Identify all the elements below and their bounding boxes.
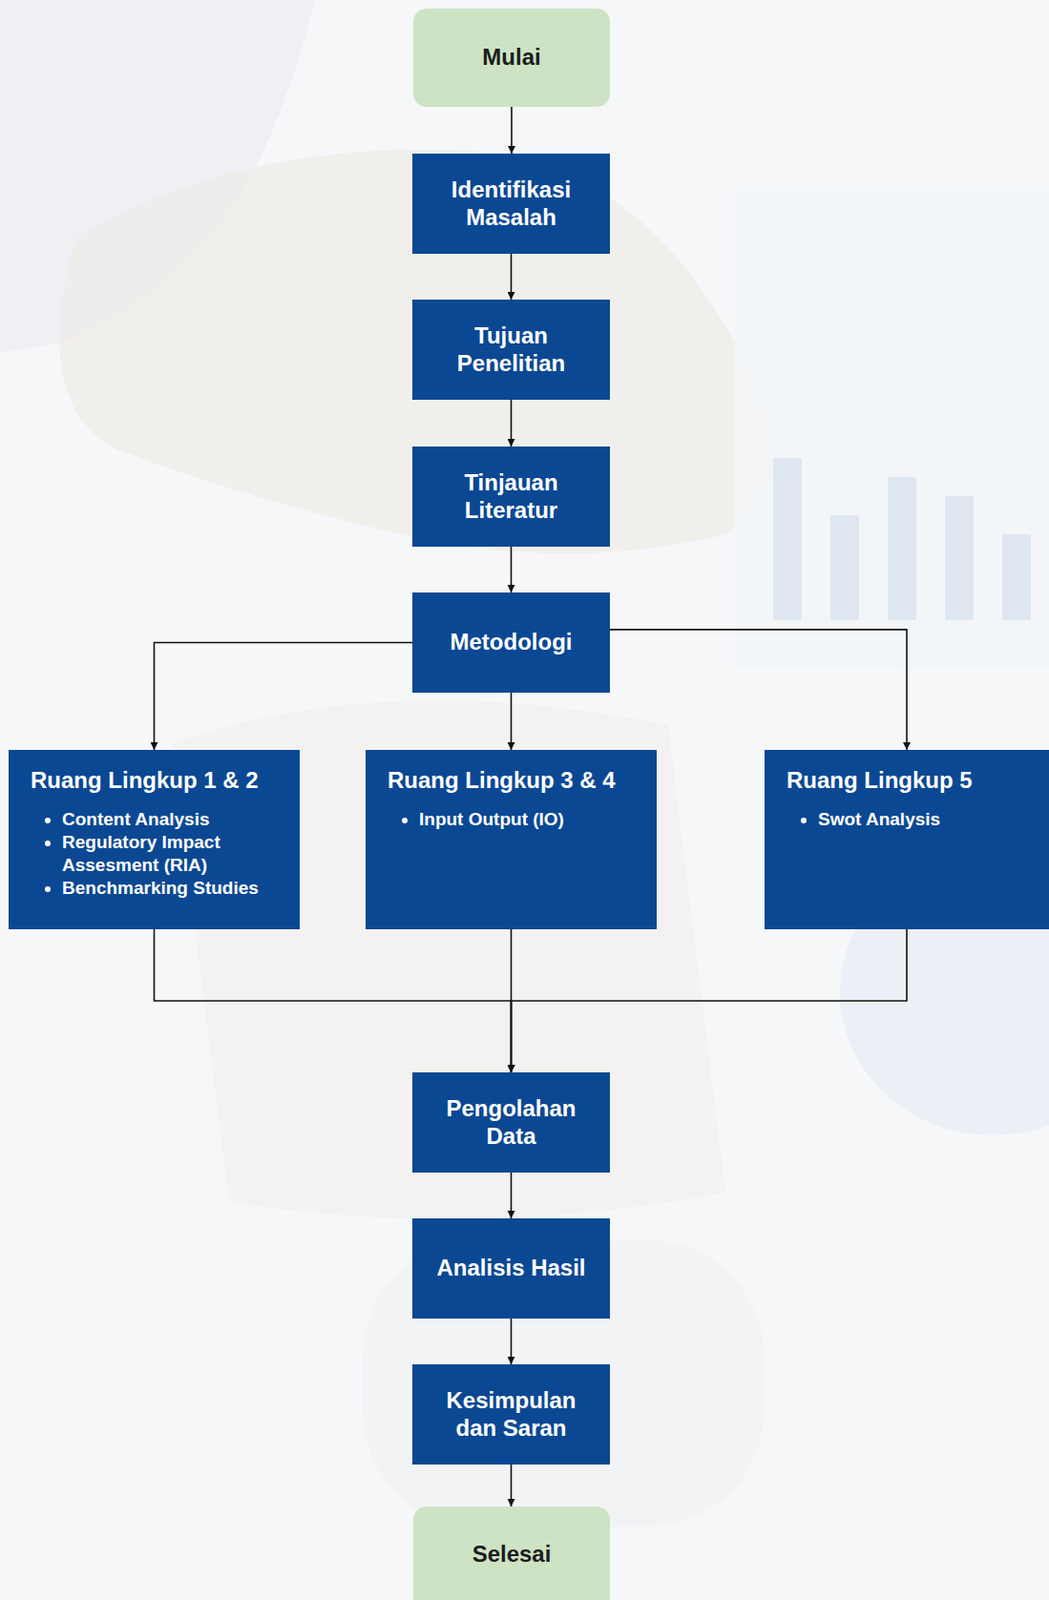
step-label: Pengolahan Data (425, 1095, 597, 1150)
flow-connector (510, 399, 513, 447)
method-item: Content Analysis (62, 808, 283, 832)
method-list: Input Output (IO) (387, 808, 640, 832)
flow-connector (154, 929, 512, 1073)
step-label: Tujuan Penelitian (425, 322, 597, 377)
scope-heading: Ruang Lingkup 1 & 2 (30, 767, 283, 796)
flow-connector (510, 692, 513, 751)
process-box: Kesimpulan dan Saran (412, 1364, 610, 1466)
step-label: Metodologi (450, 629, 573, 656)
process-box: Pengolahan Data (412, 1072, 610, 1174)
background-bar (944, 496, 974, 621)
method-item: Swot Analysis (818, 808, 1032, 832)
background-hand (59, 149, 773, 554)
flow-connector (609, 629, 907, 751)
flow-connector (511, 929, 908, 1073)
flow-connector (510, 546, 513, 593)
terminal-box: Mulai (413, 8, 610, 107)
flow-connector (510, 1173, 513, 1219)
flow-connector (510, 1465, 513, 1508)
scope-heading: Ruang Lingkup 3 & 4 (387, 767, 640, 796)
background-bar (1002, 534, 1031, 621)
step-label: Selesai (472, 1541, 552, 1569)
background-paper (734, 190, 1049, 669)
method-item: Regulatory Impact Assesment (RIA) (62, 831, 283, 878)
step-label: Kesimpulan dan Saran (425, 1387, 597, 1442)
background-bar (830, 515, 860, 621)
step-label: Mulai (482, 43, 541, 71)
terminal-box: Selesai (413, 1507, 610, 1600)
flow-connector (510, 106, 513, 154)
flow-connector (510, 253, 513, 300)
method-list: Content AnalysisRegulatory Impact Assesm… (30, 808, 283, 901)
scope-box: Ruang Lingkup 1 & 2 Content AnalysisRegul… (8, 750, 300, 930)
scope-box: Ruang Lingkup 5 Swot Analysis (764, 750, 1049, 930)
process-box: Analisis Hasil (412, 1218, 610, 1320)
method-item: Benchmarking Studies (62, 877, 283, 901)
flow-connector (510, 1319, 513, 1365)
background-bar (773, 458, 802, 621)
step-label: Analisis Hasil (436, 1255, 586, 1282)
process-box: Metodologi (412, 592, 610, 693)
step-label: Tinjauan Literatur (425, 469, 597, 524)
method-item: Input Output (IO) (419, 808, 640, 832)
process-box: Tujuan Penelitian (412, 299, 610, 400)
background-bar (887, 477, 917, 621)
flow-connector (154, 643, 414, 752)
process-box: Tinjauan Literatur (412, 446, 610, 547)
method-list: Swot Analysis (786, 808, 1032, 832)
step-label: Identifikasi Masalah (425, 176, 597, 231)
scope-heading: Ruang Lingkup 5 (786, 767, 1032, 796)
process-box: Identifikasi Masalah (412, 153, 610, 254)
scope-box: Ruang Lingkup 3 & 4 Input Output (IO) (365, 750, 657, 930)
